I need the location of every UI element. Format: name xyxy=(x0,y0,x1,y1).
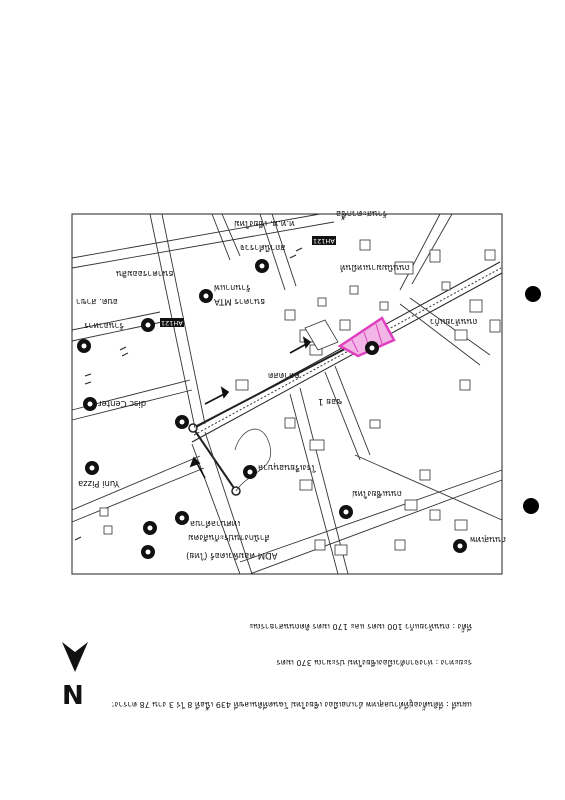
road-badge-box-2 xyxy=(160,318,184,327)
road-badge-1: AH121 xyxy=(313,237,335,245)
winding-lane xyxy=(234,428,272,492)
place-label: ท.ท.ท. เชียงใหม่ xyxy=(234,218,295,228)
place-label: ถนนนิมมานเหมินท์ xyxy=(340,262,410,272)
description-line: แผนที่ : ที่ดินตั้งอยู่ที่ตำบลสุเทพ อำเภ… xyxy=(112,700,472,709)
north-arrow-icon xyxy=(62,642,88,672)
place-label: ถนนห้วยแก้ว xyxy=(430,316,478,326)
place-label: ร้านกาแฟ xyxy=(214,282,251,292)
place-label: อบต. สาขา xyxy=(76,296,118,306)
map-frame xyxy=(71,213,503,575)
description-line: ที่ตั้ง : ถนนห้วยแก้ว 100 เมตร และ 170 เ… xyxy=(249,622,472,631)
buildings xyxy=(99,239,501,556)
place-label: ตลาดสด xyxy=(268,370,300,380)
place-label: สำนักงานประกันสังคม xyxy=(188,532,270,542)
place-label: สถานีตำรวจ xyxy=(240,242,286,252)
punch-hole xyxy=(523,498,539,514)
place-label: ธนาคาร MTA xyxy=(214,296,266,306)
place-label: ร้านอาหาร xyxy=(84,320,124,330)
compound-building xyxy=(304,319,339,351)
route-bend-dot xyxy=(188,423,198,433)
place-label: disc Center xyxy=(98,398,147,408)
place-label: ร้านสะดวกซื้อ xyxy=(336,208,388,218)
target-parcel xyxy=(337,316,396,358)
place-label: เทศบาลตำบล xyxy=(190,518,241,528)
place-label: Yuni Pizza xyxy=(78,478,120,488)
road-badge-box-1 xyxy=(312,236,336,245)
place-label: โรงเรียนอนุบาล xyxy=(258,462,316,472)
direction-arrows xyxy=(189,336,312,479)
place-label: ถนนเชียงใหม่ xyxy=(352,488,402,498)
description-line: ระยะทาง : ห่างจากตัวเมืองเชียงใหม่ ประมา… xyxy=(276,658,472,667)
place-label: ถนนสุเทพ xyxy=(470,534,507,544)
road-badge-2: AH121 xyxy=(161,319,183,327)
place-label: ADM คอมพิวเตอร์ (ไทย) xyxy=(186,550,278,560)
road-ticks xyxy=(74,247,303,541)
place-label: ซอย 1 xyxy=(318,396,342,406)
north-label: N xyxy=(62,678,84,708)
place-label: ธนาคารออมสิน xyxy=(116,268,174,278)
map-pins xyxy=(77,259,467,559)
punch-hole xyxy=(525,286,541,302)
pin-symbols xyxy=(81,263,463,555)
